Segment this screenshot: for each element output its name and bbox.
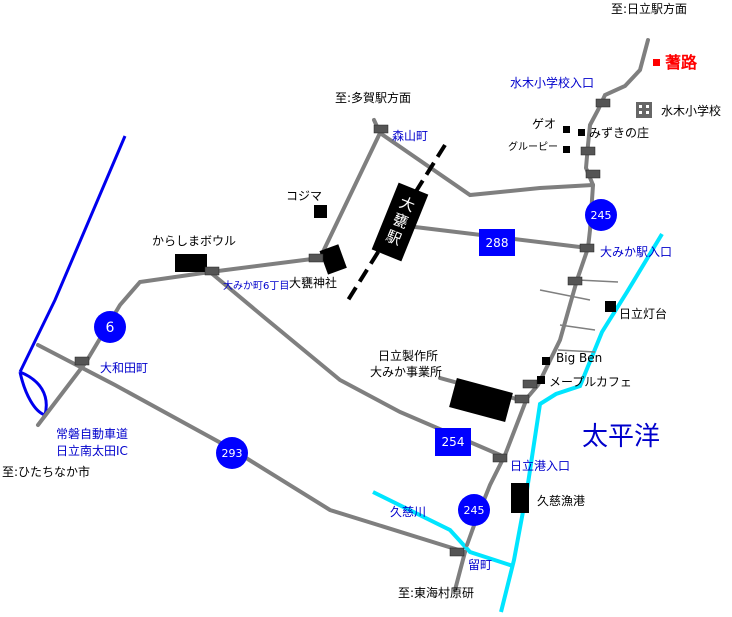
karashima-bowl-marker <box>175 254 207 272</box>
karashima-bowl-label: からしまボウル <box>152 234 236 248</box>
minor-roads <box>539 279 619 353</box>
ohmika-6chome-label: 大みか町6丁目 <box>223 279 289 292</box>
kojima-label: コジマ <box>286 189 322 203</box>
kuji-port-label: 久慈漁港 <box>537 493 585 508</box>
signal-icon <box>74 356 90 366</box>
ohmika-shrine-marker <box>319 244 347 275</box>
signal-icon <box>579 243 595 253</box>
big-ben-marker <box>542 357 550 365</box>
signal-icon <box>595 98 611 108</box>
signal-icon <box>567 276 583 286</box>
route-6-label: 6 <box>106 320 115 336</box>
hashiro-marker <box>653 59 660 66</box>
grupi-label: グルーピー <box>508 140 558 153</box>
svg-text:駅: 駅 <box>383 227 404 249</box>
school-icon <box>636 102 652 118</box>
route-245-top-shield: 245 <box>585 199 617 231</box>
signal-icon <box>585 169 601 179</box>
joban-label-1: 常磐自動車道 <box>56 427 128 441</box>
to-tokai-label: 至:東海村原研 <box>398 585 474 600</box>
svg-text:甕: 甕 <box>390 210 411 232</box>
coastline <box>499 232 664 613</box>
signal-icon <box>492 453 508 463</box>
owadamachi-label: 大和田町 <box>100 361 148 375</box>
signal-icon <box>580 146 596 156</box>
route-288-label: 288 <box>486 236 509 250</box>
signals <box>74 98 611 557</box>
hitachi-works-label-1: 日立製作所 <box>378 348 438 363</box>
ohmika-station-box: 大 甕 駅 <box>371 182 429 262</box>
moriyama-label: 森山町 <box>392 128 428 143</box>
lighthouse-marker <box>605 301 616 312</box>
route-6-shield: 6 <box>94 311 126 343</box>
hitachi-works-marker <box>449 378 513 422</box>
grupi-marker <box>563 146 570 153</box>
route-254-shield: 254 <box>435 428 471 456</box>
mizuki-school-label: 水木小学校 <box>661 103 721 118</box>
route-245-top-label: 245 <box>591 209 612 222</box>
signal-icon <box>522 379 538 389</box>
geo-label: ゲオ <box>532 117 556 131</box>
signal-icon <box>514 394 530 404</box>
svg-text:大: 大 <box>397 193 418 215</box>
hitachi-port-label: 日立港入口 <box>510 458 570 473</box>
to-hitachinaka-label: 至:ひたちなか市 <box>2 464 90 479</box>
route-293-shield: 293 <box>216 437 248 469</box>
hitachi-works-label-2: 大みか事業所 <box>370 365 442 379</box>
route-245-bottom-label: 245 <box>464 504 485 517</box>
joban-label-2: 日立南太田IC <box>56 443 128 458</box>
kuji-river-label: 久慈川 <box>390 504 426 519</box>
ohmika-station-entrance-label: 大みか駅入口 <box>600 245 672 259</box>
hitachi-lighthouse-label: 日立灯台 <box>619 306 667 321</box>
geo-marker <box>563 126 570 133</box>
kojima-marker <box>314 205 327 218</box>
mizukinosho-label: みずきの庄 <box>589 125 649 140</box>
tomecho-label: 留町 <box>468 558 492 572</box>
hashiro-label: 蓍路 <box>665 53 698 72</box>
maple-cafe-marker <box>537 376 545 384</box>
route-288-shield: 288 <box>479 229 515 256</box>
signal-icon <box>373 124 389 134</box>
kuji-port-marker <box>511 483 529 513</box>
to-hitachi-label: 至:日立駅方面 <box>611 1 687 16</box>
route-293-label: 293 <box>222 447 243 460</box>
signal-icon <box>308 253 324 263</box>
mizukinosho-marker <box>578 129 585 136</box>
kuji-river <box>372 490 514 568</box>
route-245-bottom-shield: 245 <box>458 494 490 526</box>
signal-icon <box>449 547 465 557</box>
route-254-label: 254 <box>442 435 465 449</box>
to-taga-label: 至:多賀駅方面 <box>335 90 411 105</box>
pacific-label: 太平洋 <box>582 422 660 452</box>
signal-icon <box>204 266 220 276</box>
ohmika-shrine-label: 大甕神社 <box>289 275 337 290</box>
mizuki-school-entrance-label: 水木小学校入口 <box>510 75 594 90</box>
big-ben-label: Big Ben <box>556 351 602 365</box>
maple-cafe-label: メープルカフェ <box>549 375 632 389</box>
